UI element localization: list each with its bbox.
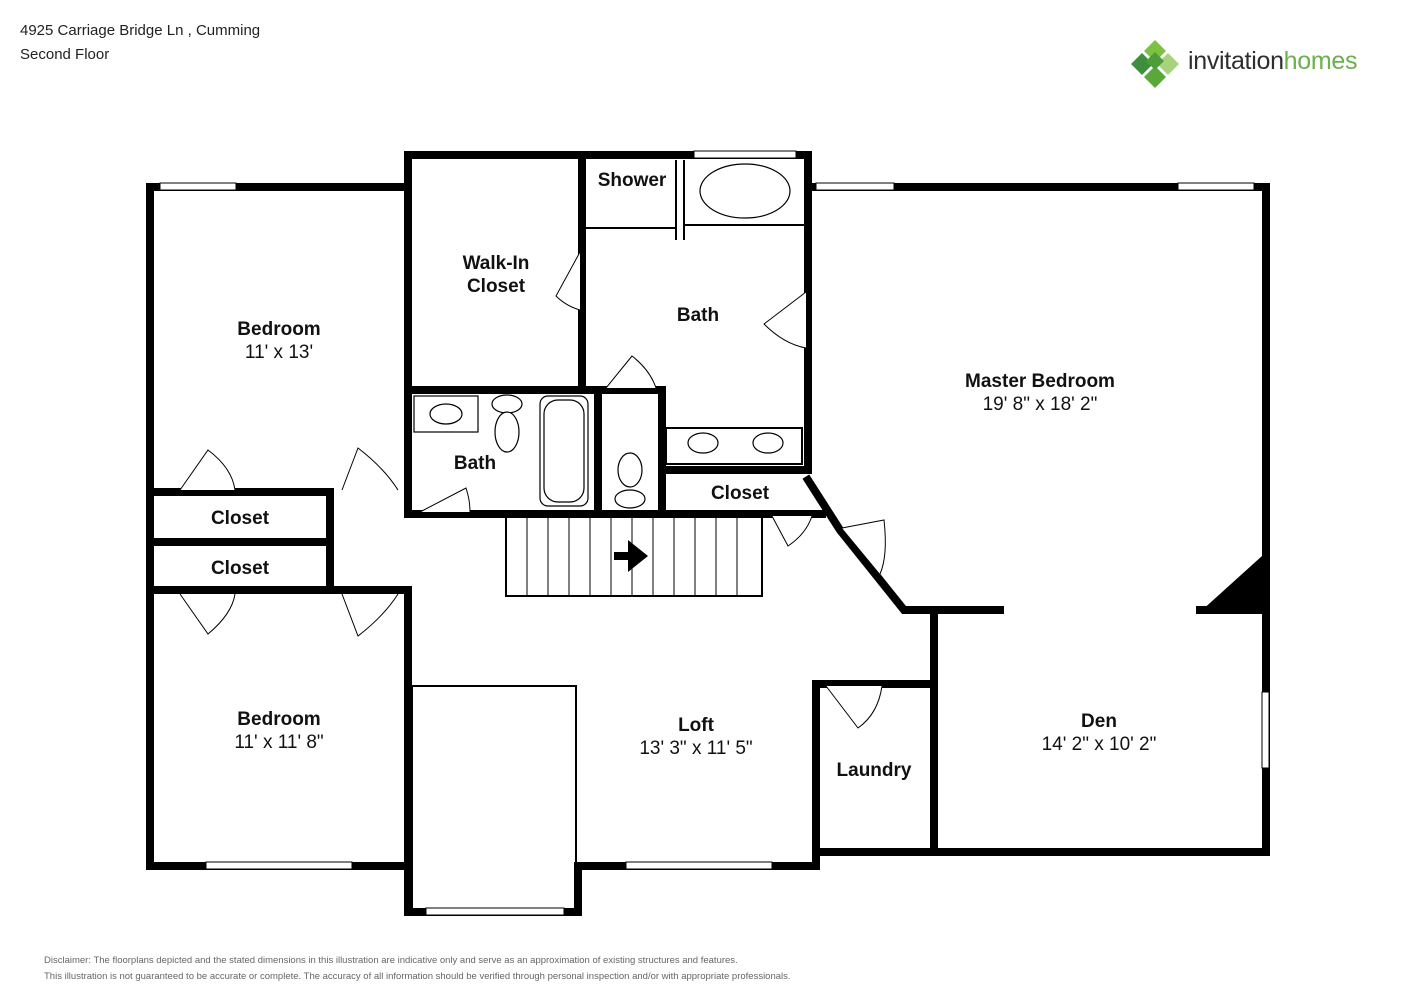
toilet-tank-icon — [491, 394, 523, 414]
sink-icon — [429, 403, 463, 425]
logo-wordmark: invitationhomes — [1188, 47, 1358, 75]
toilet2-icon — [617, 452, 643, 488]
laundry-label: Laundry — [837, 760, 912, 781]
closet1-label: Closet — [211, 508, 270, 529]
master-bedroom-label: Master Bedroom — [965, 371, 1115, 392]
shower-label: Shower — [598, 170, 667, 191]
invitation-homes-logo: invitationhomes — [1130, 38, 1390, 88]
doors — [179, 251, 886, 729]
hall-bath-label: Bath — [454, 453, 496, 474]
den-dims: 14' 2" x 10' 2" — [1042, 734, 1157, 755]
bathtub-icon — [699, 163, 791, 219]
bedroom2-dims: 11' x 11' 8" — [234, 732, 323, 753]
windows — [159, 150, 1270, 916]
floor-label: Second Floor — [20, 46, 110, 63]
master-bedroom-dims: 19' 8" x 18' 2" — [983, 394, 1098, 415]
loft-label: Loft — [678, 715, 715, 736]
walls — [146, 151, 1270, 916]
walkin-label-2: Closet — [467, 276, 526, 297]
bedroom1-dims: 11' x 13' — [245, 342, 313, 363]
bedroom1-label: Bedroom — [237, 319, 320, 340]
stair-arrow-icon — [614, 540, 648, 572]
stairs — [526, 516, 738, 596]
closet2-label: Closet — [211, 558, 270, 579]
master-closet-label: Closet — [711, 483, 770, 504]
toilet-icon — [494, 411, 520, 453]
walkin-label-1: Walk-In — [463, 253, 530, 274]
fireplace-icon — [1200, 556, 1262, 612]
bedroom2-label: Bedroom — [237, 709, 320, 730]
disclaimer-line-2: This illustration is not guaranteed to b… — [44, 971, 791, 982]
master-bath-label: Bath — [677, 305, 719, 326]
sink3-icon — [752, 432, 784, 454]
loft-dims: 13' 3" x 11' 5" — [639, 738, 752, 759]
den-label: Den — [1081, 711, 1117, 732]
sink2-icon — [687, 432, 719, 454]
disclaimer-line-1: Disclaimer: The floorplans depicted and … — [44, 955, 738, 966]
fixtures — [413, 163, 791, 509]
property-address: 4925 Carriage Bridge Ln , Cumming — [20, 22, 261, 39]
logo-mark-icon — [1131, 40, 1179, 88]
